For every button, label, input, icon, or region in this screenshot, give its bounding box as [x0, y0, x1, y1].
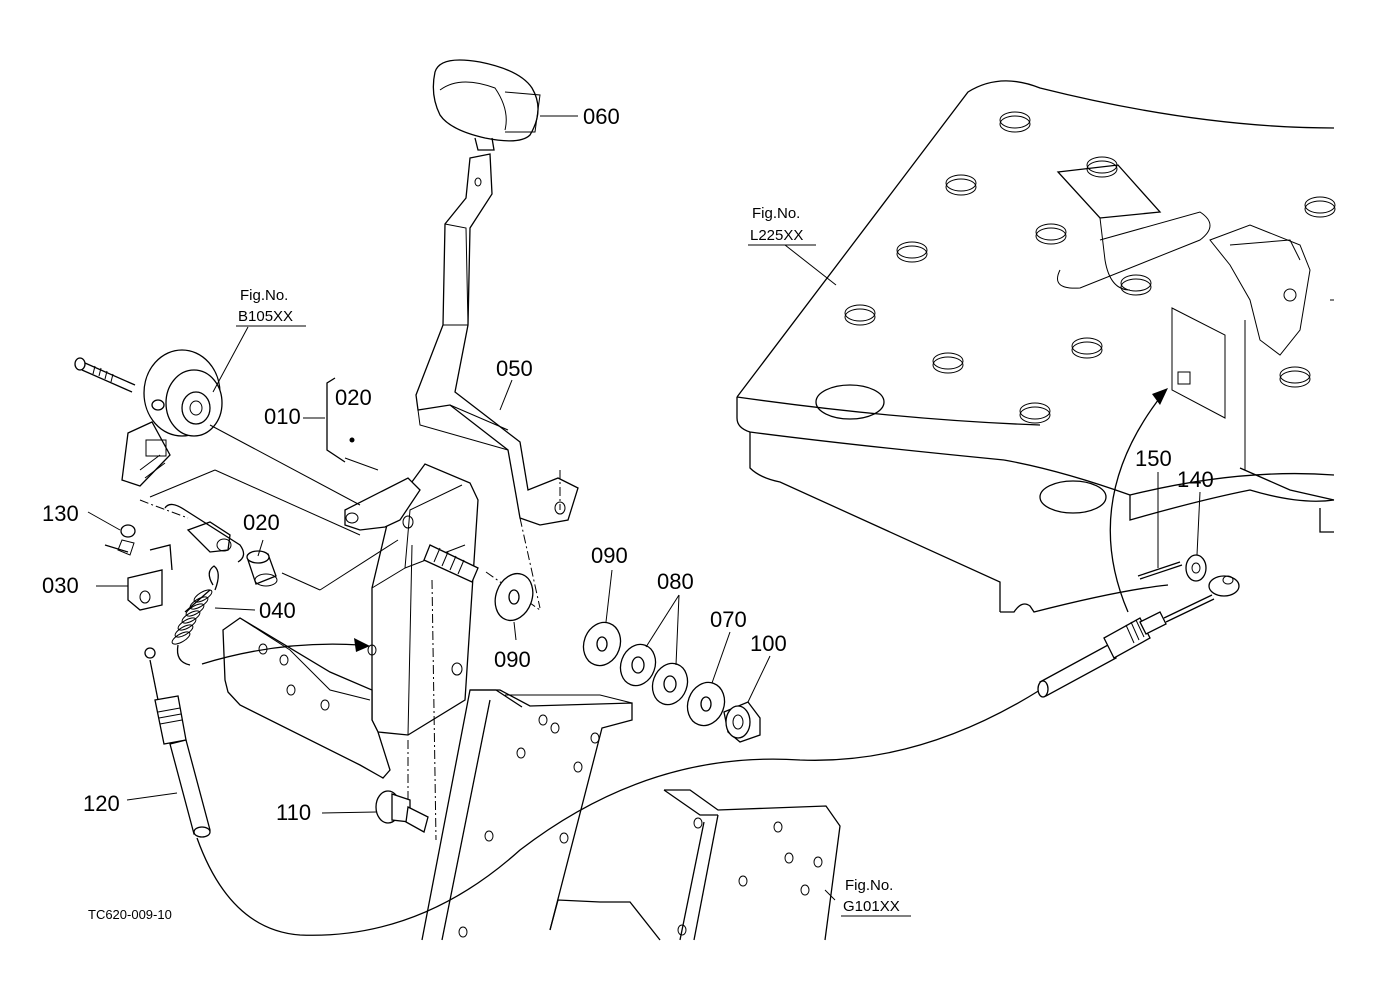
lever-bracket-drawing	[139, 463, 561, 841]
small-parts-drawing	[104, 503, 370, 838]
part-label-020-upper: 020	[335, 385, 372, 410]
part-label-150: 150	[1135, 446, 1172, 471]
part-label-050: 050	[496, 356, 533, 381]
control-cable-drawing	[196, 388, 1240, 936]
part-label-060: 060	[583, 104, 620, 129]
fig-ref-b105-title: Fig.No.	[240, 287, 288, 304]
part-label-140: 140	[1177, 467, 1214, 492]
fig-ref-b105-number: B105XX	[238, 308, 293, 325]
part-label-080: 080	[657, 569, 694, 594]
position-sensor-drawing	[74, 349, 223, 487]
fig-ref-l225-title: Fig.No.	[752, 205, 800, 222]
frame-drawing	[421, 689, 841, 941]
shift-lever-drawing	[415, 59, 579, 526]
fig-ref-l225-number: L225XX	[750, 227, 803, 244]
part-label-090-right: 090	[591, 543, 628, 568]
part-label-020-lower: 020	[243, 510, 280, 535]
part-label-070: 070	[710, 607, 747, 632]
part-label-010: 010	[264, 404, 301, 429]
part-label-110: 110	[276, 800, 311, 825]
part-labels: 060 050 020 010 020 130 030 040 120 110 …	[42, 104, 1214, 825]
part-label-040: 040	[259, 598, 296, 623]
hardware-drawing	[375, 554, 1207, 833]
floor-plate-drawing	[736, 80, 1336, 613]
part-label-090-left: 090	[494, 647, 531, 672]
part-label-130: 130	[42, 501, 79, 526]
figure-references: Fig.No. B105XX Fig.No. L225XX Fig.No. G1…	[236, 205, 911, 917]
part-label-100: 100	[750, 631, 787, 656]
diagram-code: TC620-009-10	[88, 907, 172, 922]
part-label-030: 030	[42, 573, 79, 598]
leader-lines	[87, 115, 1201, 901]
fig-ref-g101-title: Fig.No.	[845, 877, 893, 894]
fig-ref-g101-number: G101XX	[843, 898, 900, 915]
assembly-bracket-mark	[326, 377, 355, 463]
part-label-120: 120	[83, 791, 120, 816]
